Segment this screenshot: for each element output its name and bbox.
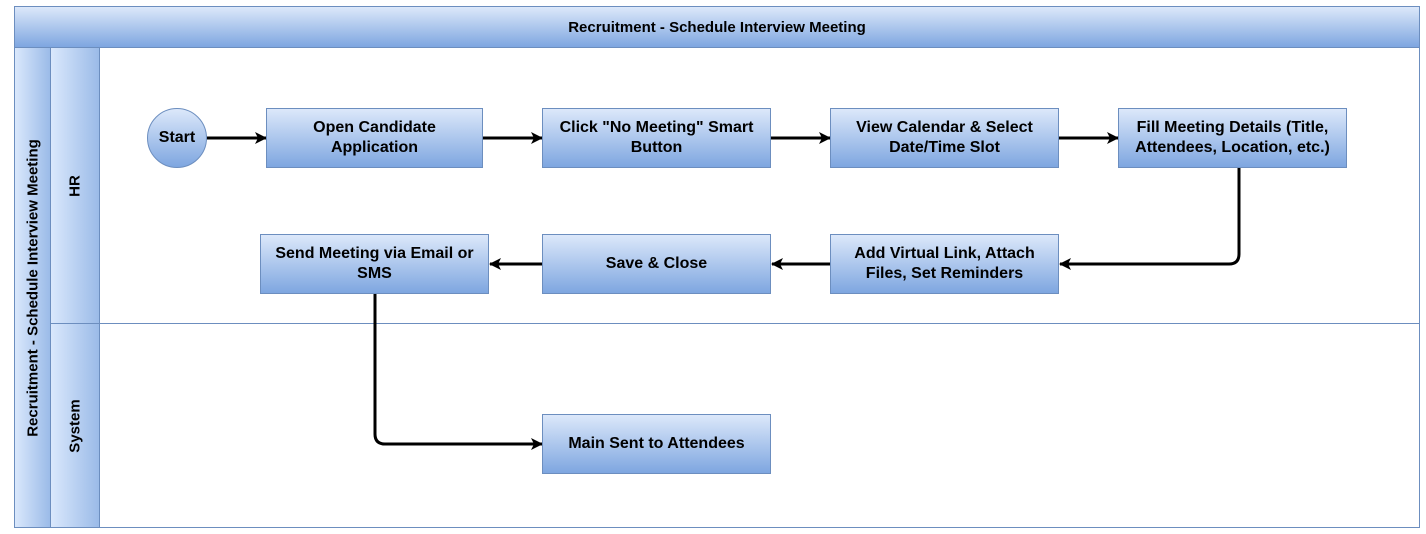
click-no-meeting-node: Click "No Meeting" Smart Button xyxy=(542,108,771,168)
pool-side-header: Recruitment - Schedule Interview Meeting xyxy=(14,47,51,528)
lane-header-system: System xyxy=(50,323,100,528)
view-calendar-node: View Calendar & Select Date/Time Slot xyxy=(830,108,1059,168)
add-virtual-link-node: Add Virtual Link, Attach Files, Set Remi… xyxy=(830,234,1059,294)
fill-meeting-details-node: Fill Meeting Details (Title, Attendees, … xyxy=(1118,108,1347,168)
open-candidate-application-label: Open Candidate Application xyxy=(313,119,436,156)
mail-sent-label: Main Sent to Attendees xyxy=(568,435,745,452)
click-no-meeting-label: Click "No Meeting" Smart Button xyxy=(559,119,754,156)
start-label: Start xyxy=(158,129,196,146)
send-meeting-node: Send Meeting via Email or SMS xyxy=(260,234,489,294)
save-close-node: Save & Close xyxy=(542,234,771,294)
start-node: Start xyxy=(147,108,207,168)
add-virtual-link-label: Add Virtual Link, Attach Files, Set Remi… xyxy=(854,245,1035,282)
mail-sent-node: Main Sent to Attendees xyxy=(542,414,771,474)
arrow-fill-to-virtual xyxy=(1059,168,1241,270)
fill-meeting-details-label: Fill Meeting Details (Title, Attendees, … xyxy=(1135,119,1330,156)
pool-title-text: Recruitment - Schedule Interview Meeting xyxy=(568,18,866,36)
save-close-label: Save & Close xyxy=(605,255,708,272)
send-meeting-label: Send Meeting via Email or SMS xyxy=(275,245,474,282)
arrow-send-to-mail xyxy=(373,294,543,450)
lane-header-hr: HR xyxy=(50,47,100,324)
open-candidate-application-node: Open Candidate Application xyxy=(266,108,483,168)
view-calendar-label: View Calendar & Select Date/Time Slot xyxy=(856,119,1033,156)
